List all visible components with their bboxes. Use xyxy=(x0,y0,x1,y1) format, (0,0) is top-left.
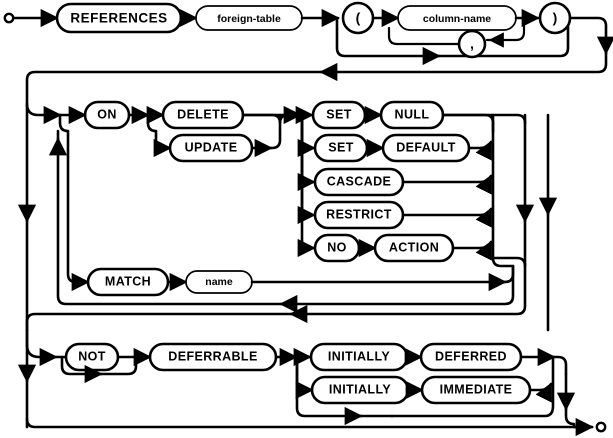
node-deferred-label: DEFERRED xyxy=(435,349,507,363)
node-lparen-label: ( xyxy=(356,10,361,26)
node-null-label: NULL xyxy=(395,107,430,121)
node-delete-label: DELETE xyxy=(177,107,229,121)
node-set2-label: SET xyxy=(328,140,354,154)
node-restrict-label: RESTRICT xyxy=(326,207,392,221)
node-rparen-label: ) xyxy=(553,10,558,26)
end-marker xyxy=(595,421,607,433)
rail-final-merge xyxy=(25,417,594,437)
rail-to-update xyxy=(146,113,172,158)
rail-row2-to-row3 xyxy=(25,113,527,347)
node-references-label: REFERENCES xyxy=(70,11,167,26)
node-no-label: NO xyxy=(327,240,347,254)
rail-null-to-outer xyxy=(441,113,527,125)
node-default-label: DEFAULT xyxy=(396,140,456,154)
rail-default-merge xyxy=(467,140,493,161)
rail-initially-collector xyxy=(390,355,555,418)
node-set1-label: SET xyxy=(326,107,352,121)
rail-enter-deferrable-block xyxy=(25,328,58,367)
node-initially2-label: INITIALLY xyxy=(329,382,391,396)
rail-paren-bypass xyxy=(335,16,570,58)
rail-deferred-merge xyxy=(519,355,568,376)
rail-row1-to-row2 xyxy=(25,16,608,106)
rail-restrict-merge xyxy=(401,207,493,228)
rail-action-collect xyxy=(491,113,514,268)
rail-to-initially2 xyxy=(295,355,314,400)
node-update-label: UPDATE xyxy=(185,140,238,154)
rail-comma-loop-right xyxy=(485,16,526,42)
rail-to-set-default xyxy=(297,113,316,158)
node-not-label: NOT xyxy=(78,349,106,363)
rail-update-merge xyxy=(250,113,290,150)
node-action-label: ACTION xyxy=(389,240,439,254)
node-match-label: MATCH xyxy=(105,274,151,288)
rail-immediate-merge xyxy=(528,382,553,403)
node-name-label: name xyxy=(205,276,233,288)
rail-action-merge xyxy=(451,240,493,261)
node-initially1-label: INITIALLY xyxy=(328,349,390,363)
node-on-label: ON xyxy=(97,107,117,121)
rail-name-merge xyxy=(250,264,515,284)
rail-enter-action-block xyxy=(25,102,62,125)
rail-initially-down xyxy=(564,372,576,429)
node-cascade-label: CASCADE xyxy=(327,174,392,188)
node-foreign-table-label: foreign-table xyxy=(217,13,281,25)
node-deferrable-label: DEFERRABLE xyxy=(168,349,257,363)
rail-null-merge xyxy=(441,113,495,134)
node-column-name-label: column-name xyxy=(423,13,491,25)
rail-to-no-action xyxy=(297,113,316,258)
rail-fork-to-match xyxy=(58,113,90,292)
rail-comma-loop-left xyxy=(387,26,461,46)
rail-initially-bypass xyxy=(295,355,394,418)
rail-cascade-merge xyxy=(401,174,493,195)
node-comma-label: , xyxy=(470,36,474,52)
rail-to-restrict xyxy=(297,113,316,225)
node-immediate-label: IMMEDIATE xyxy=(440,382,513,396)
